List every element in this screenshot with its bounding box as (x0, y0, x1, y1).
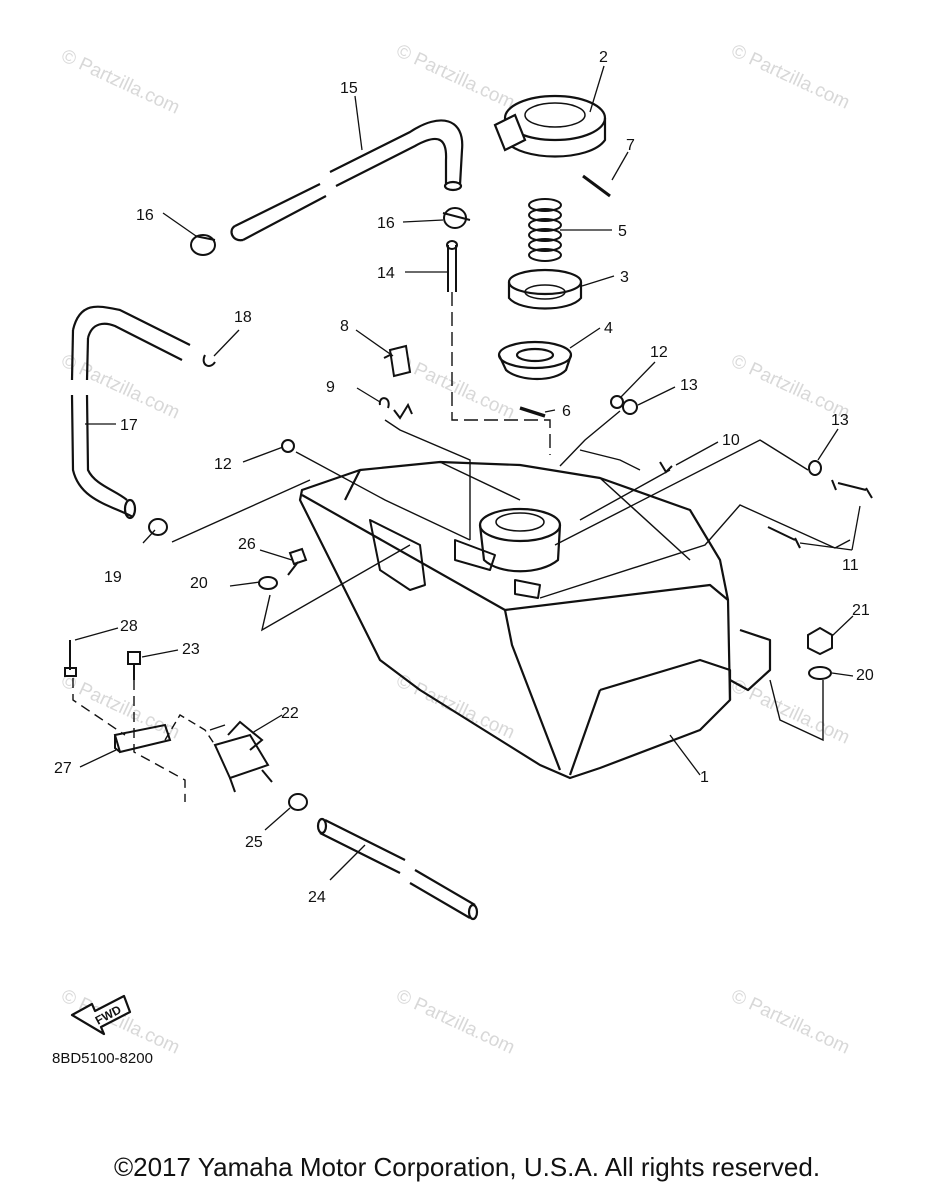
callout-20: 20 (856, 667, 874, 684)
fuel-tank (298, 460, 772, 780)
hose-17 (70, 305, 191, 520)
callout-4: 4 (604, 320, 613, 337)
watermark: © Partzilla.com (58, 670, 183, 743)
callout-17: 17 (120, 417, 138, 434)
watermark: © Partzilla.com (393, 670, 518, 743)
bolt-28 (64, 640, 77, 677)
callout-19: 19 (104, 569, 122, 586)
pin (519, 406, 546, 418)
callout-2: 2 (599, 49, 608, 66)
watermark: © Partzilla.com (728, 675, 853, 748)
callout-1: 1 (700, 769, 709, 786)
callout-12: 12 (650, 344, 668, 361)
callout-15: 15 (340, 80, 358, 97)
callout-7: 7 (626, 137, 635, 154)
callout-12: 12 (214, 456, 232, 473)
fitting-8 (383, 344, 412, 378)
callout-22: 22 (281, 705, 299, 722)
leader-lines (74, 65, 861, 881)
clamp-16 (190, 234, 216, 256)
watermark: © Partzilla.com (728, 40, 853, 113)
callout-16: 16 (136, 207, 154, 224)
hose-15 (230, 119, 464, 242)
callout-8: 8 (340, 318, 349, 335)
bolt-26 (287, 547, 308, 576)
callout-27: 27 (54, 760, 72, 777)
callout-23: 23 (182, 641, 200, 658)
grommet-12 (610, 395, 624, 409)
callout-3: 3 (620, 269, 629, 286)
grommet-13 (622, 399, 638, 415)
callout-24: 24 (308, 889, 326, 906)
callout-11: 11 (842, 557, 859, 574)
clamp-18 (202, 354, 216, 367)
callout-16: 16 (377, 215, 395, 232)
copyright-notice: ©2017 Yamaha Motor Corporation, U.S.A. A… (113, 1152, 821, 1182)
clamp-19 (148, 518, 168, 536)
callout-25: 25 (245, 834, 263, 851)
callout-13: 13 (680, 377, 698, 394)
clamp-25 (288, 793, 308, 811)
pin (582, 174, 611, 198)
bolt-23 (127, 651, 141, 680)
grommet-12b (281, 439, 295, 453)
callout-26: 26 (238, 536, 256, 553)
spring-clip-9 (378, 397, 413, 420)
ring (507, 268, 583, 310)
bolt-11 (767, 479, 873, 549)
callout-13: 13 (831, 412, 849, 429)
diagram-code: 8BD5100-8200 (52, 1050, 153, 1067)
gasket (497, 340, 573, 380)
watermark: © Partzilla.com (58, 985, 183, 1058)
bracket-27 (113, 723, 172, 754)
watermark: © Partzilla.com (58, 45, 183, 118)
callout-6: 6 (562, 403, 571, 420)
fuel-cap (493, 94, 607, 158)
callout-9: 9 (326, 379, 335, 396)
callout-21: 21 (852, 602, 870, 619)
callout-28: 28 (120, 618, 138, 635)
callout-20: 20 (190, 575, 208, 592)
clamp-16b (442, 207, 471, 229)
assembly-lines (72, 410, 851, 802)
grommet-13b (808, 460, 822, 476)
diagram-canvas: © Partzilla.com © Partzilla.com © Partzi… (52, 40, 874, 1067)
watermark: © Partzilla.com (728, 985, 853, 1058)
callouts: 2 7 5 3 4 6 15 16 16 14 18 8 9 17 12 13 … (54, 49, 874, 906)
callout-5: 5 (618, 223, 627, 240)
hose-24 (316, 817, 479, 921)
washer-20 (808, 666, 832, 680)
callout-14: 14 (377, 265, 395, 282)
watermark: © Partzilla.com (393, 40, 518, 113)
watermark: © Partzilla.com (58, 350, 183, 423)
spring (528, 198, 562, 262)
petcock-22 (213, 720, 273, 793)
watermark: © Partzilla.com (393, 985, 518, 1058)
nut-21 (807, 626, 833, 656)
callout-18: 18 (234, 309, 252, 326)
fitting-14 (446, 240, 551, 455)
washer-20b (258, 576, 278, 590)
callout-10: 10 (722, 432, 740, 449)
